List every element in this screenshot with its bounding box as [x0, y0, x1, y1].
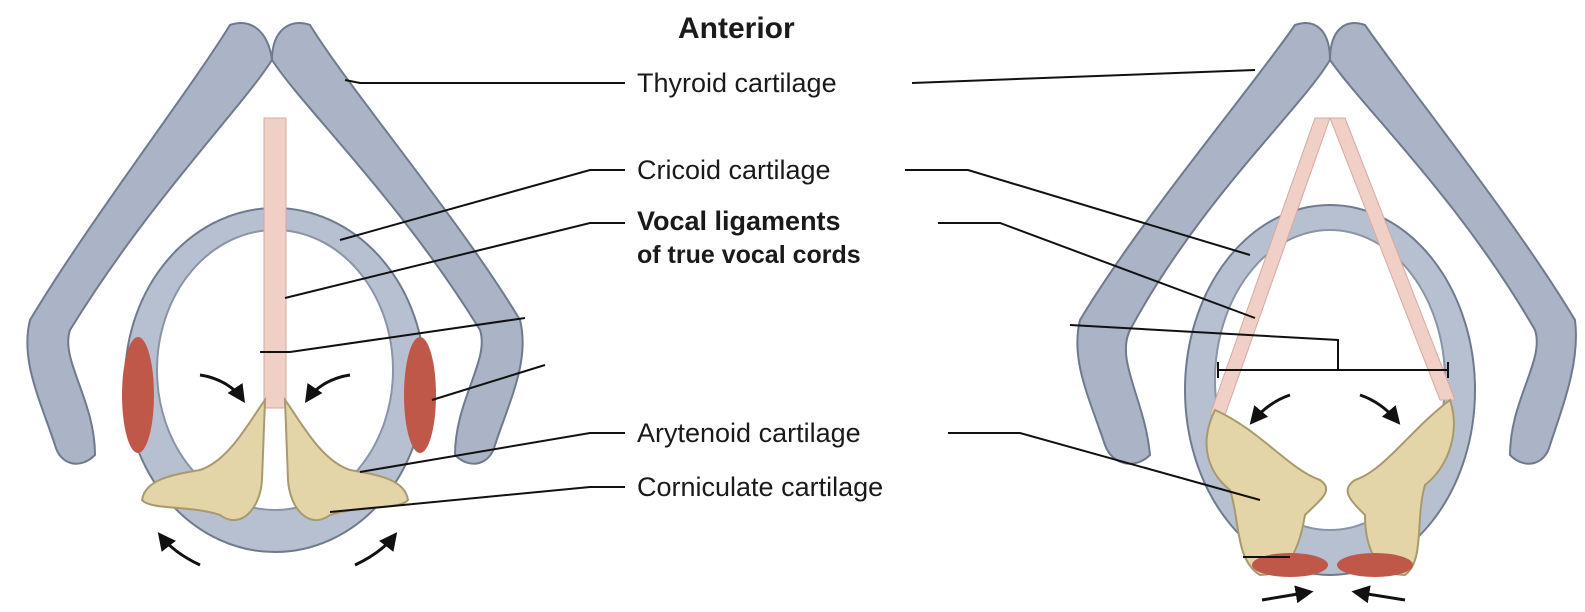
left-vocal-ligaments — [264, 118, 286, 408]
left-arrow-rot-left — [160, 535, 200, 565]
label-cricoid-cartilage: Cricoid cartilage — [637, 157, 831, 184]
right-muscle-right — [1337, 553, 1413, 577]
label-arytenoid-cartilage: Arytenoid cartilage — [637, 420, 861, 447]
anterior-heading: Anterior — [678, 14, 795, 44]
left-muscle-left — [122, 337, 154, 453]
right-arrow-bottom-left — [1262, 592, 1310, 600]
left-arrow-rot-right — [355, 535, 395, 565]
leader-thyroid-right — [912, 70, 1255, 83]
label-corniculate-cartilage: Corniculate cartilage — [637, 474, 883, 501]
label-thyroid-cartilage: Thyroid cartilage — [637, 70, 837, 97]
label-vocal-ligaments: Vocal ligaments — [637, 208, 841, 235]
leader-thyroid-left — [345, 80, 625, 83]
right-arrow-bottom-right — [1355, 592, 1405, 600]
right-larynx — [1077, 23, 1576, 600]
left-larynx — [27, 23, 522, 565]
left-muscle-right — [404, 337, 436, 453]
label-vocal-ligaments-sub: of true vocal cords — [637, 243, 861, 268]
